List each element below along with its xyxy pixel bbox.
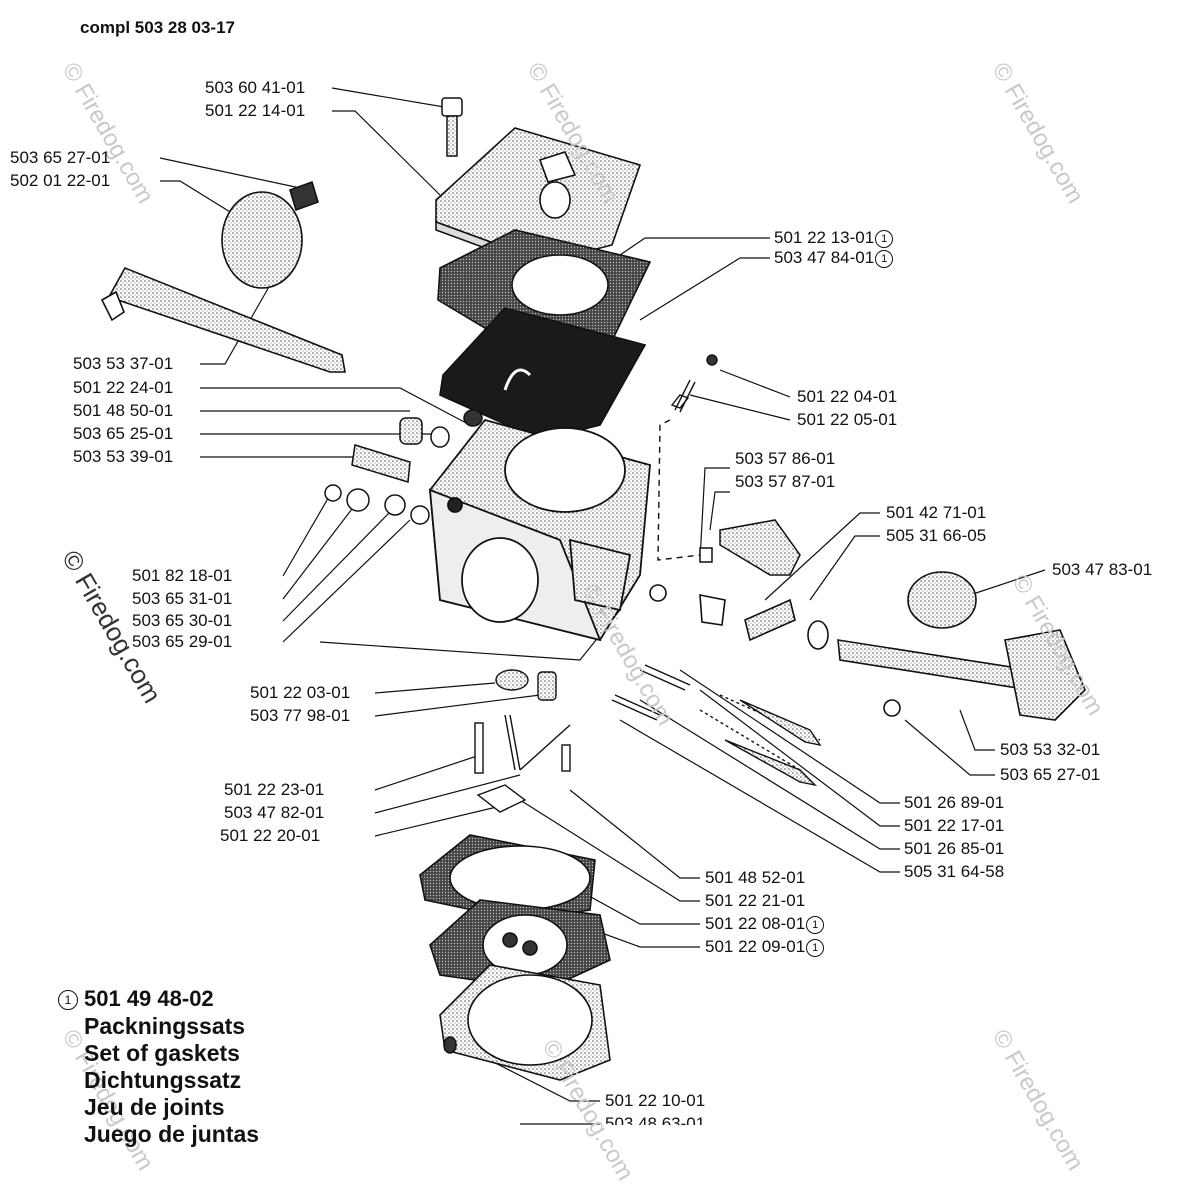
carburetor-body: [428, 418, 651, 642]
part-label: 503 65 25-01: [73, 424, 174, 443]
part-label: 503 65 31-01: [132, 589, 233, 608]
spring-and-ball: [657, 354, 718, 561]
part-label: 503 65 27-01: [1000, 765, 1101, 784]
part-label: 501 48 50-01: [73, 401, 174, 420]
fitting-parts: [324, 409, 483, 525]
part-label: 501 22 14-01: [205, 101, 306, 120]
legend-marker: 1: [58, 990, 78, 1010]
lower-gaskets: [419, 834, 611, 991]
part-label: 501 22 03-01: [250, 683, 351, 702]
needle-screw: [699, 519, 801, 576]
throttle-shaft: [100, 180, 346, 373]
inlet-needle-lever: [474, 714, 571, 813]
choke-shaft: [649, 571, 1086, 721]
gasket-set-marker: 1: [806, 939, 825, 957]
part-label: 501 26 89-01: [904, 793, 1005, 812]
part-label: 501 26 85-01: [904, 839, 1005, 858]
legend-line: Set of gaskets: [84, 1040, 240, 1066]
bottom-cover: [439, 964, 611, 1081]
part-label: 501 22 24-01: [73, 378, 174, 397]
part-label: 503 65 27-01: [10, 148, 111, 167]
gasket-set-marker: 1: [875, 230, 894, 248]
mixture-needles: [611, 664, 822, 787]
part-label: 501 22 04-01: [797, 387, 898, 406]
part-label: 503 57 86-01: [735, 449, 836, 468]
top-screw: [441, 97, 463, 157]
part-label: 503 65 29-01: [132, 632, 233, 651]
part-label: 501 42 71-01: [886, 503, 987, 522]
part-label: 503 60 41-01: [205, 78, 306, 97]
part-label: 501 22 05-01: [797, 410, 898, 429]
part-label: 502 01 22-01: [10, 171, 111, 190]
gasket-set-marker: 1: [875, 250, 894, 268]
part-label: 501 82 18-01: [132, 566, 233, 585]
part-label: 503 47 82-01: [224, 803, 325, 822]
part-label: 503 77 98-01: [250, 706, 351, 725]
idle-screws: [495, 669, 557, 701]
assembly-title: compl 503 28 03-17: [80, 18, 235, 37]
gasket-set-marker: 1: [806, 916, 825, 934]
part-label: 503 53 39-01: [73, 447, 174, 466]
part-label: 501 22 20-01: [220, 826, 321, 845]
part-label: 501 22 21-01: [705, 891, 806, 910]
legend-line: Jeu de joints: [84, 1094, 225, 1120]
part-label: 501 22 17-01: [904, 816, 1005, 835]
part-label: 501 22 10-01: [605, 1091, 706, 1110]
legend-line: Dichtungssatz: [84, 1067, 242, 1093]
part-label: 503 53 37-01: [73, 354, 174, 373]
part-label: 503 47 83-01: [1052, 560, 1153, 579]
part-label: 505 31 66-05: [886, 526, 987, 545]
part-label: 501 22 23-01: [224, 780, 325, 799]
part-label: 503 48 63-01: [605, 1114, 706, 1125]
part-label: 503 57 87-01: [735, 472, 836, 491]
part-label: 501 48 52-01: [705, 868, 806, 887]
part-label: 505 31 64-58: [904, 862, 1005, 881]
upper-gaskets: [437, 229, 652, 441]
part-label: 503 53 32-01: [1000, 740, 1101, 759]
part-label: 503 65 30-01: [132, 611, 233, 630]
legend-line: Packningssats: [84, 1013, 246, 1039]
legend-line: Juego de juntas: [84, 1121, 260, 1147]
